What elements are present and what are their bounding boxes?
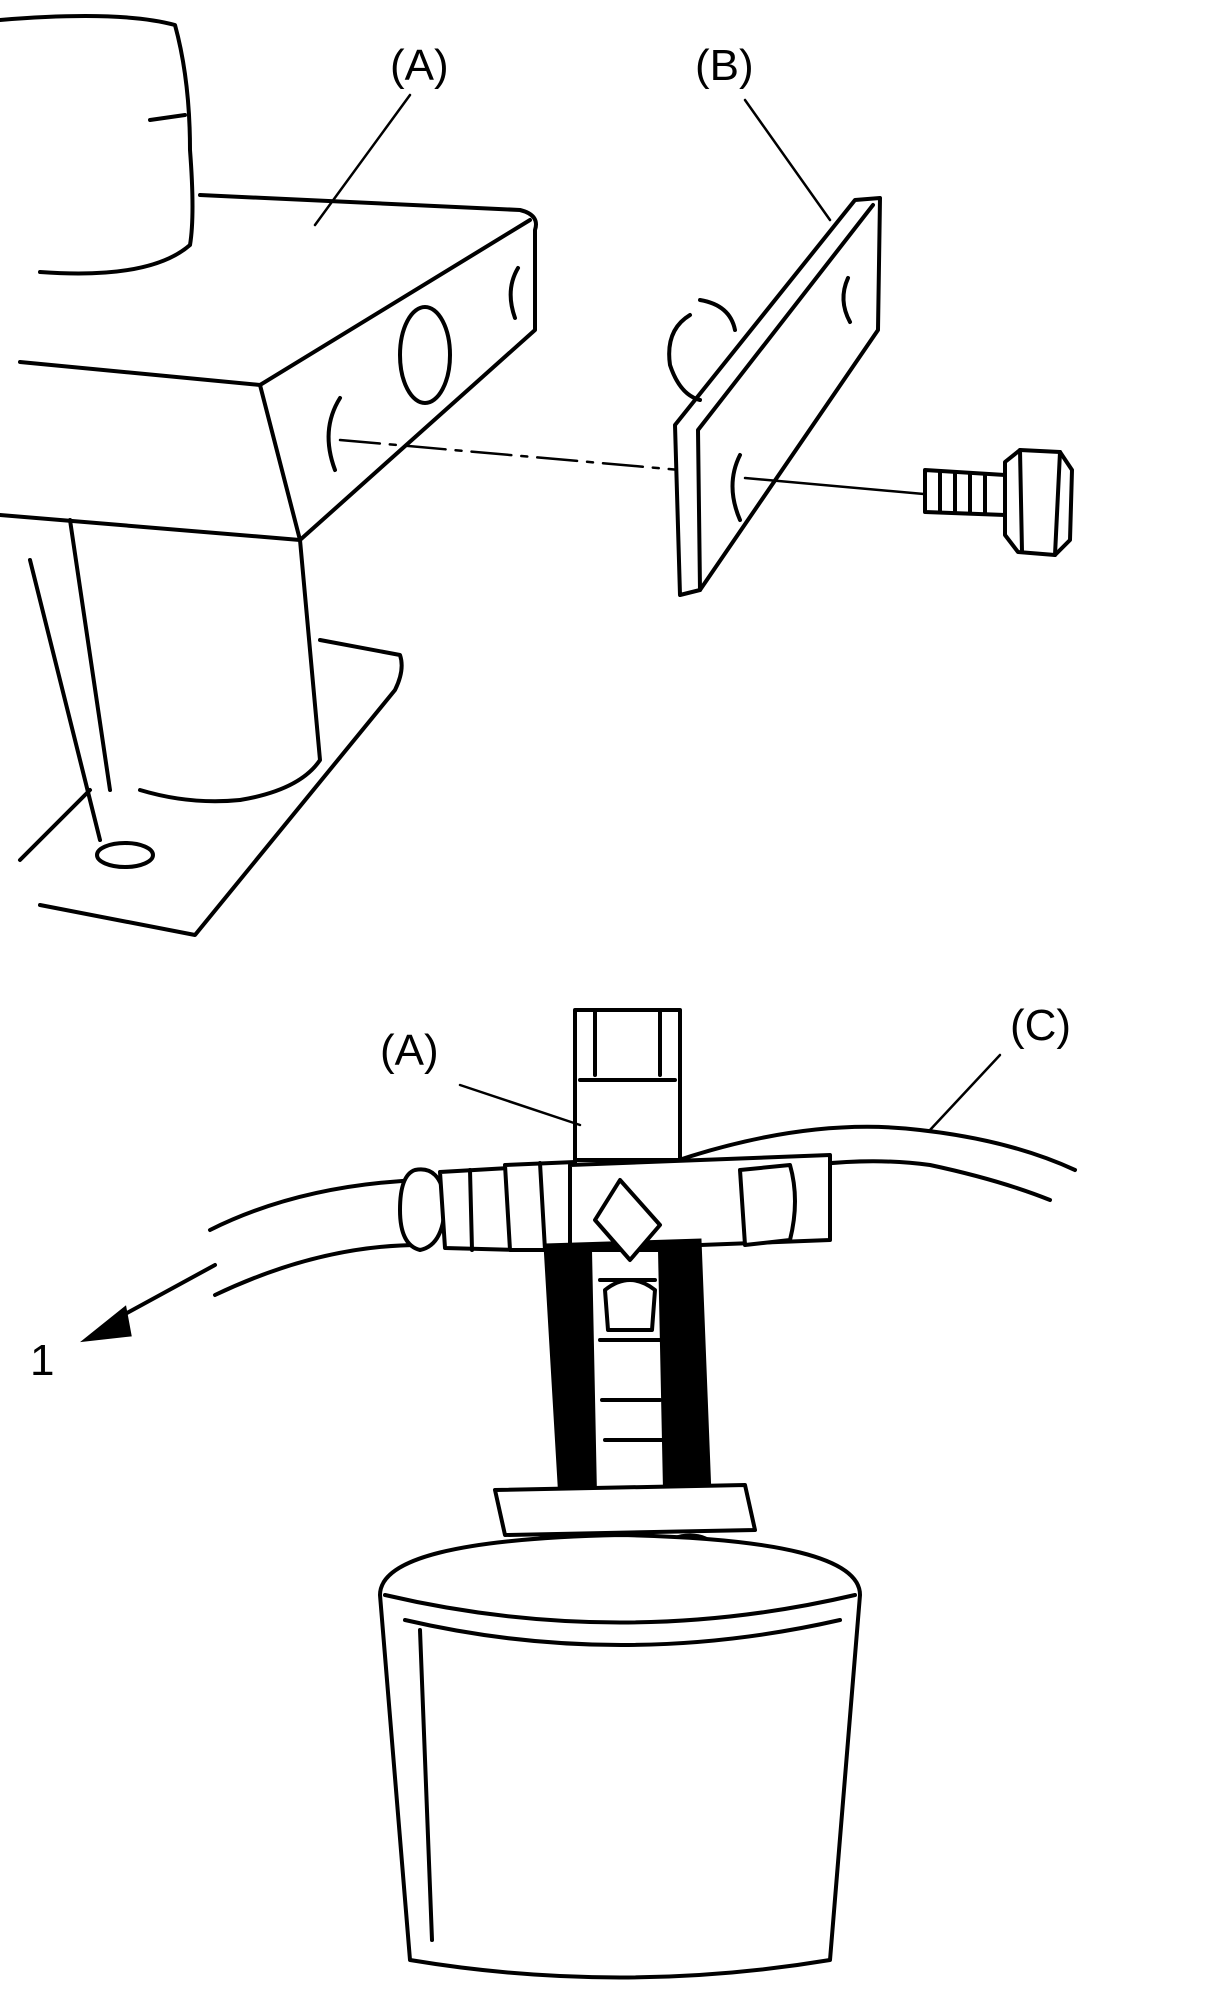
bolt-icon xyxy=(923,448,1074,557)
arrow-label-1: 1 xyxy=(30,1336,54,1385)
bottom-figure: (A) (C) 1 xyxy=(30,1001,1077,1980)
leader-line-a-bottom xyxy=(458,1083,582,1127)
top-figure: (A) (B) xyxy=(0,14,1074,937)
tee-body xyxy=(543,1008,832,1502)
leader-line-b xyxy=(743,98,832,222)
part-a-block xyxy=(0,193,538,937)
label-a-bottom: (A) xyxy=(380,1026,439,1075)
label-c: (C) xyxy=(1010,1001,1071,1050)
label-b: (B) xyxy=(695,41,754,90)
alignment-line-2 xyxy=(743,476,937,497)
direction-arrow-icon xyxy=(80,1263,217,1343)
left-fitting xyxy=(398,1160,582,1252)
leader-line-c xyxy=(928,1053,1002,1132)
part-b-plate xyxy=(667,196,882,597)
alignment-line-1 xyxy=(338,438,682,472)
part-a-column xyxy=(0,14,195,276)
leader-line-a-top xyxy=(313,93,412,227)
canister xyxy=(378,1533,862,1980)
label-a-top: (A) xyxy=(390,41,449,90)
